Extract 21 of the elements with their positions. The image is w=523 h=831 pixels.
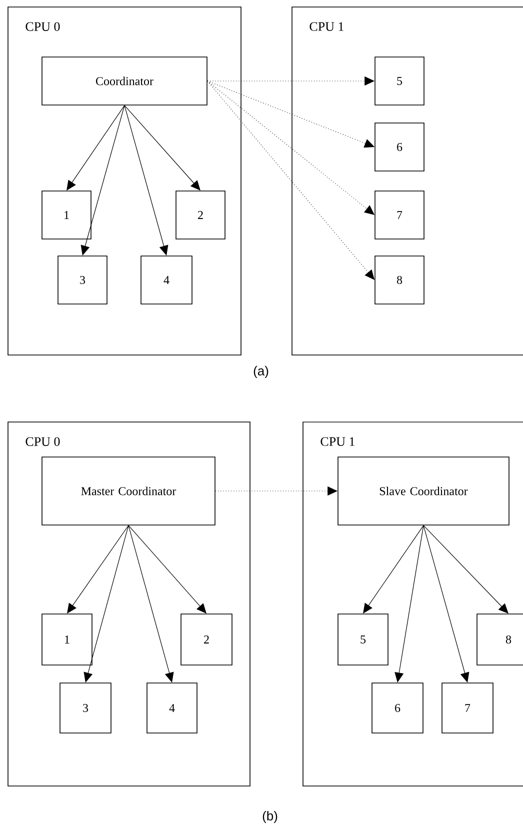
- coordinator-box: Slave Coordinator: [338, 456, 510, 526]
- caption: (a): [254, 366, 268, 378]
- caption: (b): [262, 810, 278, 824]
- process-box: 1: [42, 614, 92, 666]
- process-box: 3: [60, 682, 112, 734]
- process-box: 8: [374, 256, 424, 304]
- coordinator-box: Coordinator: [42, 56, 208, 106]
- coordinator-box: Master Coordinator: [42, 456, 216, 526]
- process-box: 5: [338, 614, 388, 666]
- process-box: 3: [58, 256, 108, 304]
- process-box: 6: [372, 682, 424, 734]
- process-box: 6: [374, 122, 424, 172]
- process-box: 7: [442, 682, 494, 734]
- process-box: 5: [374, 56, 424, 106]
- process-box: 7: [374, 190, 424, 240]
- process-box: 2: [180, 614, 232, 666]
- process-box: 2: [176, 190, 226, 240]
- process-box: 4: [146, 682, 198, 734]
- process-box: 8: [476, 614, 523, 666]
- process-box: 4: [140, 256, 192, 304]
- process-box: 1: [42, 190, 92, 240]
